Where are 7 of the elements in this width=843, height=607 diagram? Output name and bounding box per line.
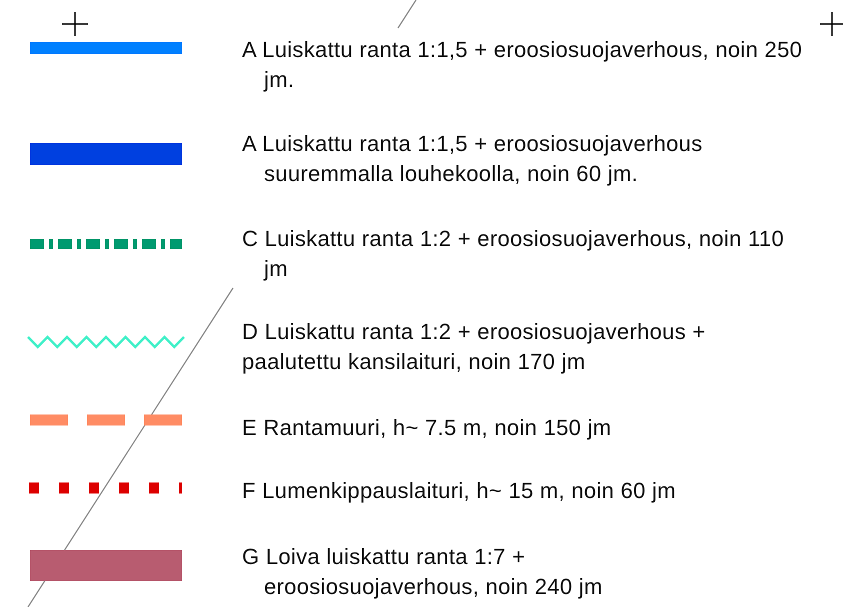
legend-text: F Lumenkippauslaituri, h~ 15 m, noin 60 jm bbox=[242, 477, 677, 505]
legend-text: D Luiskattu ranta 1:2 + eroosiosuojaverhous + paalutettu kansilaituri, noin 170 jm bbox=[242, 318, 707, 376]
legend-text: E Rantamuuri, h~ 7.5 m, noin 150 jm bbox=[242, 414, 612, 442]
legend-text: A Luiskattu ranta 1:1,5 + eroosiosuojaverhous, noin 250 jm. bbox=[242, 36, 804, 94]
legend-text: C Luiskattu ranta 1:2 + eroosiosuojaverhous, noin 110 jm bbox=[242, 225, 784, 283]
legend-text: A Luiskattu ranta 1:1,5 + eroosiosuojaverhous suuremmalla louhekoolla, noin 60 jm. bbox=[242, 130, 704, 188]
legend-text: G Loiva luiskattu ranta 1:7 + eroosiosuojaverhous, noin 240 jm bbox=[242, 543, 604, 601]
